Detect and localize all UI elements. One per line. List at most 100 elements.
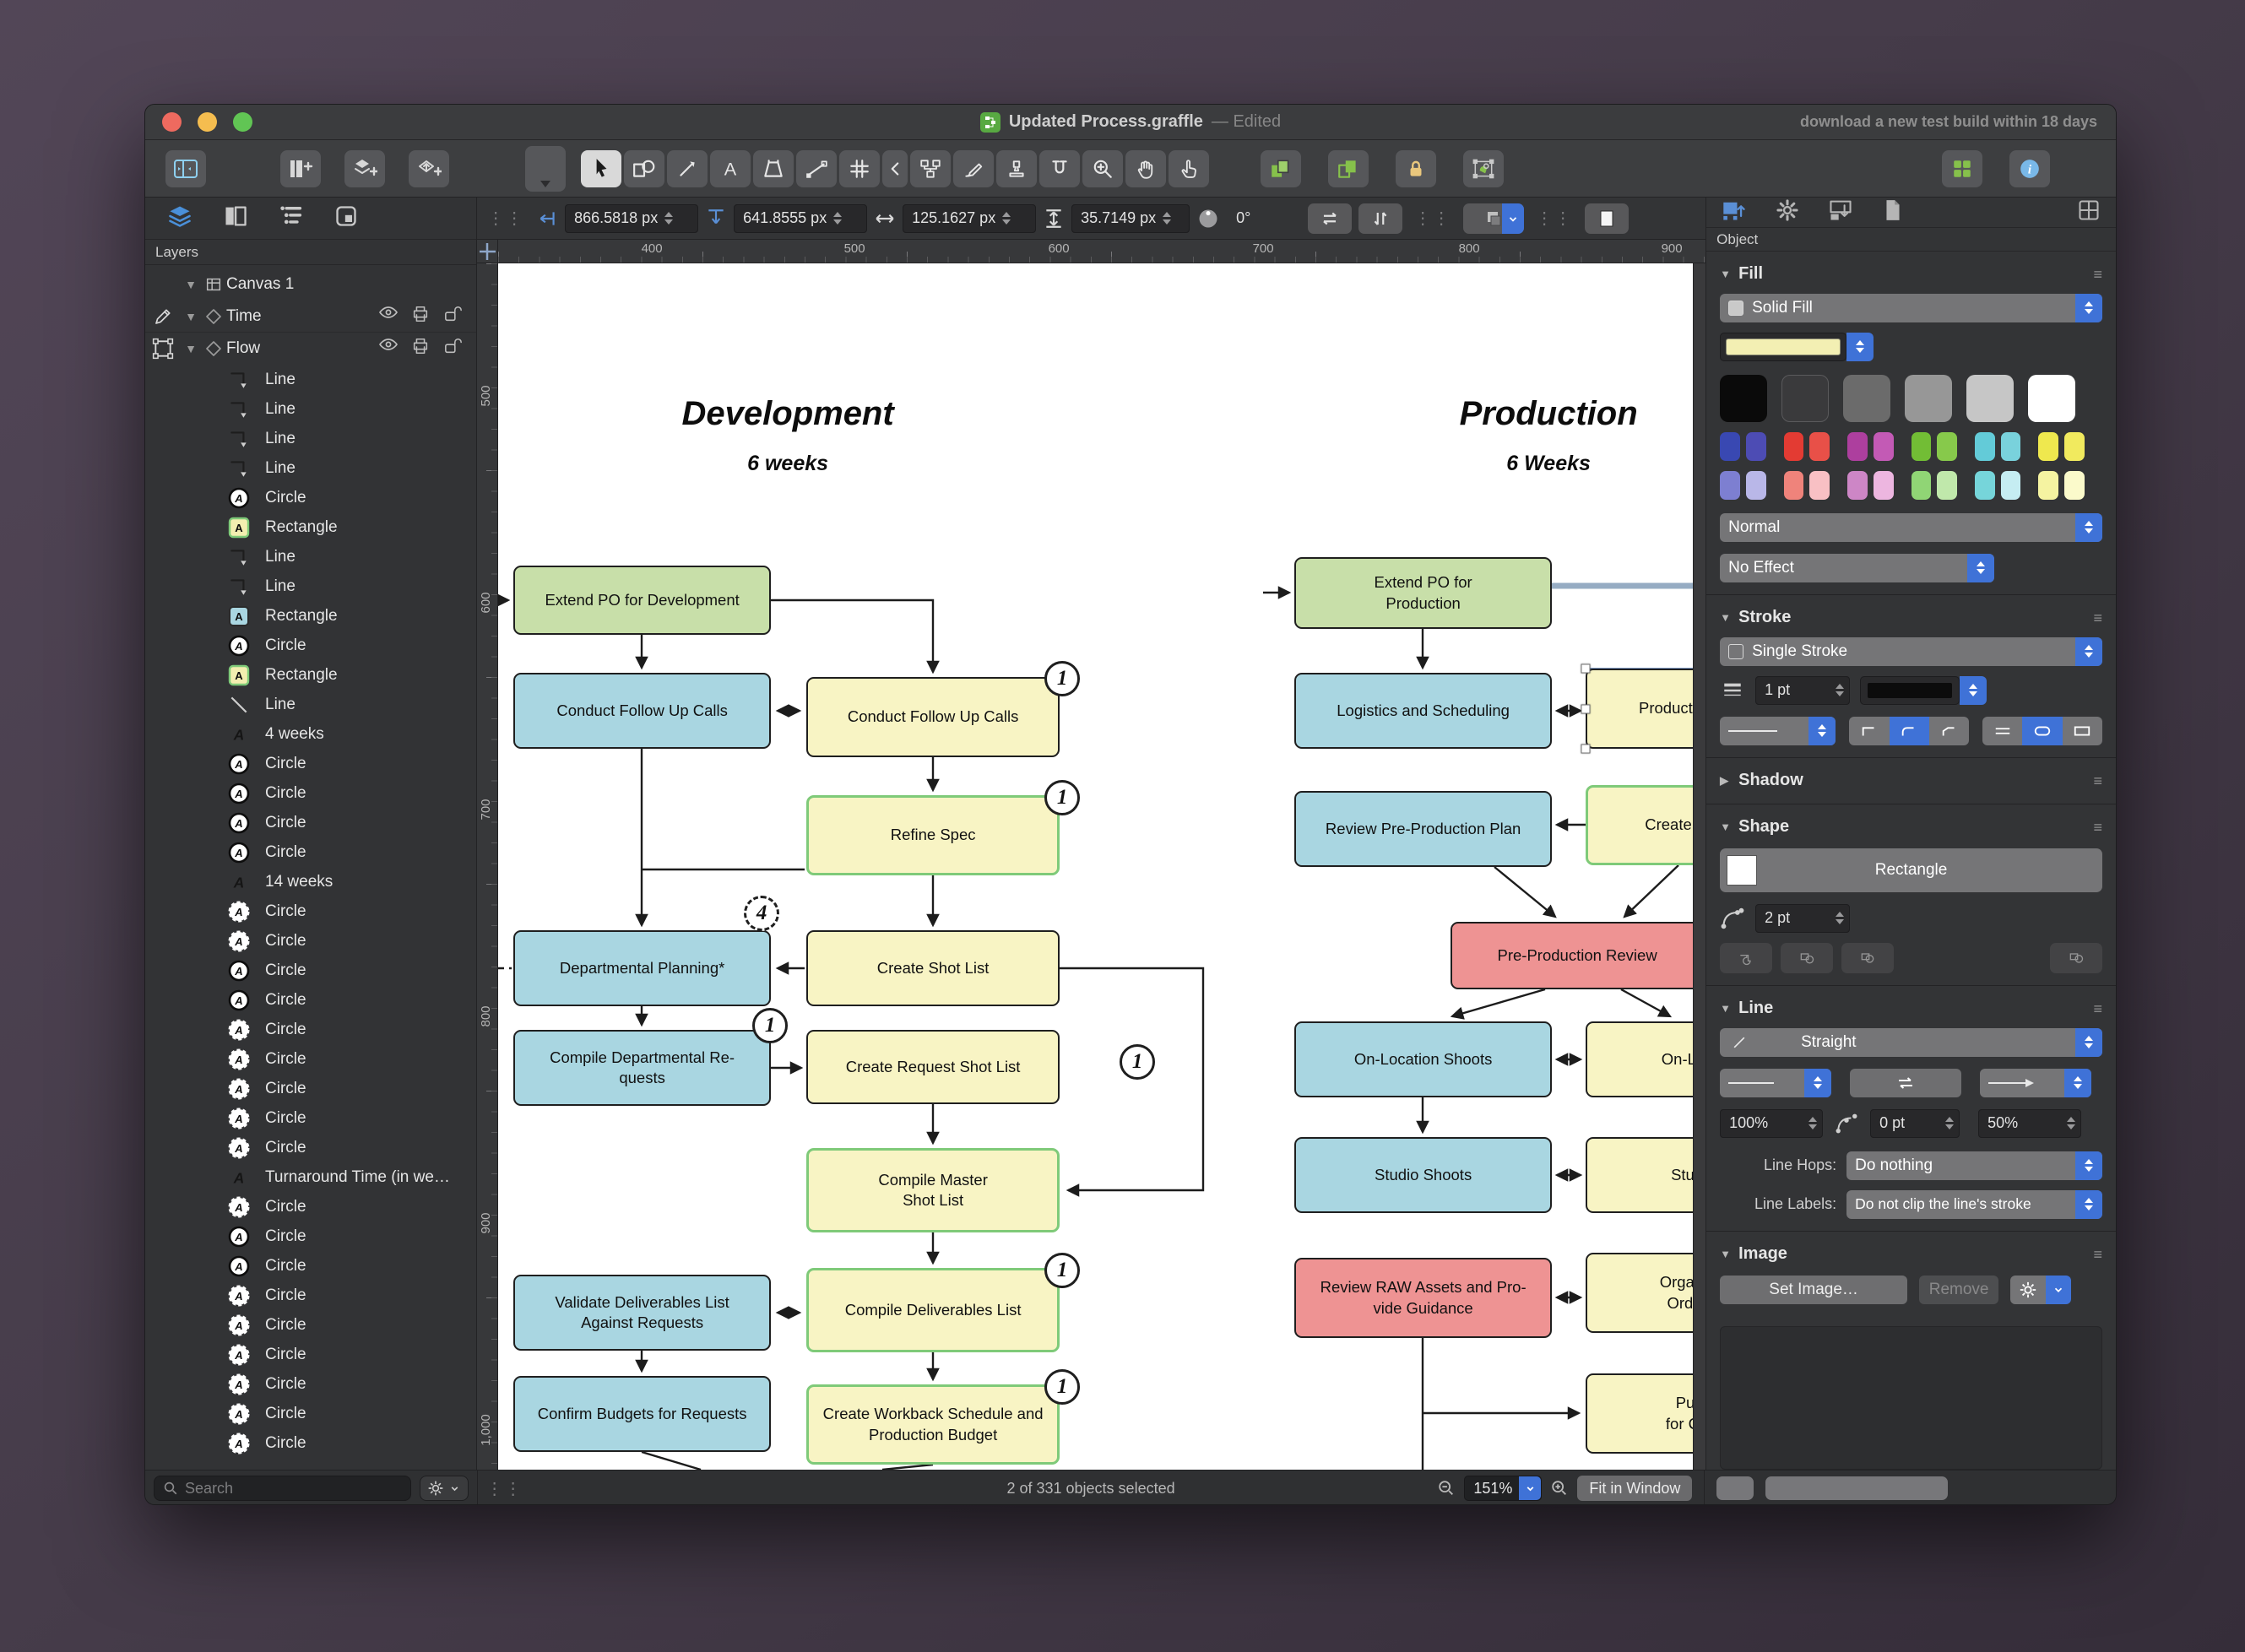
layer-item[interactable]: A Circle [145, 896, 476, 926]
flowchart-node[interactable]: Refine Spec [806, 795, 1060, 875]
outline-tab[interactable] [279, 204, 304, 232]
info-button[interactable]: i [2009, 150, 2050, 187]
section-menu-icon[interactable]: ≡ [2093, 1005, 2102, 1012]
shape-subtract-button[interactable] [1841, 943, 1894, 973]
touch-tool-button[interactable] [1169, 150, 1209, 187]
section-menu-icon[interactable]: ≡ [2093, 777, 2102, 784]
gear-icon[interactable] [2010, 1276, 2046, 1304]
layer-item[interactable]: Line [145, 394, 476, 424]
flowchart-node[interactable]: Compile Departmental Re- quests [513, 1030, 771, 1106]
chevron-down-icon[interactable] [2046, 1276, 2071, 1304]
line-end-dropdown[interactable] [1980, 1069, 2091, 1097]
stepper-icon[interactable] [2075, 637, 2102, 666]
corner-bevel-option[interactable] [1929, 717, 1969, 745]
flowchart-node[interactable]: Create Prod [1586, 785, 1705, 865]
layer-item[interactable]: A Circle [145, 1340, 476, 1369]
zoom-tool-button[interactable] [1082, 150, 1123, 187]
stroke-type-dropdown[interactable]: Single Stroke [1720, 637, 2102, 666]
color-swatch[interactable] [2064, 471, 2085, 500]
chevron-down-icon[interactable] [1519, 1476, 1541, 1500]
disclosure-triangle-icon[interactable]: ▼ [181, 342, 201, 355]
layer-item[interactable]: Line [145, 424, 476, 453]
line-start-dropdown[interactable] [1720, 1069, 1831, 1097]
color-swatch[interactable] [2064, 432, 2085, 461]
layer-item[interactable]: A Circle [145, 1251, 476, 1281]
stepper-icon[interactable] [1808, 717, 1836, 745]
count-badge[interactable]: 1 [1044, 661, 1080, 696]
color-swatch[interactable] [1746, 471, 1766, 500]
drag-handle-icon[interactable]: ⋮⋮ [1414, 208, 1451, 229]
layer-item[interactable]: A 4 weeks [145, 719, 476, 749]
color-swatch[interactable] [1720, 375, 1767, 422]
line-bend-field[interactable]: 0 pt [1870, 1109, 1960, 1138]
disclosure-triangle-icon[interactable]: ▼ [1720, 821, 1738, 833]
color-swatch[interactable] [2038, 471, 2058, 500]
inspector-bottom-button[interactable] [1716, 1476, 1754, 1500]
add-layer-button[interactable] [344, 150, 385, 187]
layer-item[interactable]: A Rectangle [145, 660, 476, 690]
flowchart-node[interactable]: Studio Shoots [1294, 1137, 1552, 1213]
color-swatch[interactable] [1874, 471, 1894, 500]
magnet-tool-button[interactable] [1039, 150, 1080, 187]
count-badge[interactable]: 1 [1120, 1044, 1155, 1080]
layer-item[interactable]: A Circle [145, 1399, 476, 1428]
stepper-icon[interactable] [2075, 513, 2102, 542]
layer-item[interactable]: Line [145, 571, 476, 601]
blend-mode-dropdown[interactable]: Normal [1720, 513, 2102, 542]
stepper-icon[interactable] [1846, 333, 1874, 361]
color-swatch[interactable] [1720, 432, 1740, 461]
zoom-level-field[interactable]: 151% [1464, 1476, 1542, 1501]
visibility-eye-icon[interactable] [378, 305, 399, 328]
color-swatch[interactable] [1847, 471, 1868, 500]
ordering-button[interactable] [1463, 203, 1524, 234]
flowchart-node[interactable]: On-Loc [1586, 1021, 1705, 1097]
color-swatch[interactable] [1809, 432, 1830, 461]
connector-line[interactable] [1060, 968, 1203, 1190]
layer-item[interactable]: A Circle [145, 1428, 476, 1458]
shape-union-button[interactable] [1720, 943, 1772, 973]
stepper-icon[interactable] [2075, 1151, 2102, 1180]
cap-square-option[interactable] [2063, 717, 2102, 745]
layer-item[interactable]: A Circle [145, 1221, 476, 1251]
color-swatch[interactable] [1784, 471, 1804, 500]
stepper-icon[interactable] [1804, 1069, 1831, 1097]
point-editor-tool-button[interactable] [796, 150, 837, 187]
zoom-out-icon[interactable] [1437, 1479, 1456, 1498]
drag-handle-icon[interactable]: ⋮⋮ [487, 208, 524, 229]
flowchart-node[interactable]: Conduct Follow Up Calls [806, 677, 1060, 757]
color-swatch[interactable] [1720, 471, 1740, 500]
stepper-icon[interactable] [2075, 1028, 2102, 1057]
flowchart-node[interactable]: Compile Deliverables List [806, 1268, 1060, 1352]
count-badge[interactable]: 1 [752, 1008, 788, 1043]
layer-item[interactable]: A Circle [145, 837, 476, 867]
stamp-tool-button[interactable] [996, 150, 1037, 187]
flowchart-node[interactable]: Organiz Order [1586, 1253, 1705, 1333]
sidebar-toggle-button[interactable] [165, 150, 206, 187]
flowchart-node[interactable]: Confirm Budgets for Requests [513, 1376, 771, 1452]
fill-type-dropdown[interactable]: Solid Fill [1720, 294, 2102, 322]
layer-row-time[interactable]: ▼ Time [145, 301, 476, 333]
color-swatch[interactable] [2028, 375, 2075, 422]
stepper-icon[interactable] [2064, 1069, 2091, 1097]
stroke-width-field[interactable]: 1 pt [1755, 676, 1850, 705]
document-tab[interactable] [1882, 198, 1904, 226]
flowchart-node[interactable]: Pre-Production Review [1451, 922, 1704, 989]
print-icon[interactable] [410, 337, 431, 360]
layer-item[interactable]: A Circle [145, 1044, 476, 1074]
disclosure-triangle-icon[interactable]: ▼ [1720, 611, 1738, 624]
add-canvas-button[interactable] [280, 150, 321, 187]
disclosure-triangle-icon[interactable]: ▼ [1720, 1248, 1738, 1260]
unlock-icon[interactable] [442, 305, 464, 328]
selection-tab[interactable] [334, 204, 358, 232]
set-image-button[interactable]: Set Image… [1720, 1276, 1907, 1304]
height-field[interactable]: 35.7149 px [1071, 204, 1190, 233]
section-menu-icon[interactable]: ≡ [2093, 615, 2102, 621]
flowchart-node[interactable]: Create Shot List [806, 930, 1060, 1006]
selection-handle[interactable] [1581, 664, 1591, 674]
hand-tool-button[interactable] [1125, 150, 1166, 187]
color-swatch[interactable] [1746, 432, 1766, 461]
layer-item[interactable]: A Circle [145, 1310, 476, 1340]
width-field[interactable]: 125.1627 px [903, 204, 1036, 233]
disclosure-triangle-icon[interactable]: ▼ [1720, 1002, 1738, 1015]
selection-handle[interactable] [1581, 745, 1591, 754]
